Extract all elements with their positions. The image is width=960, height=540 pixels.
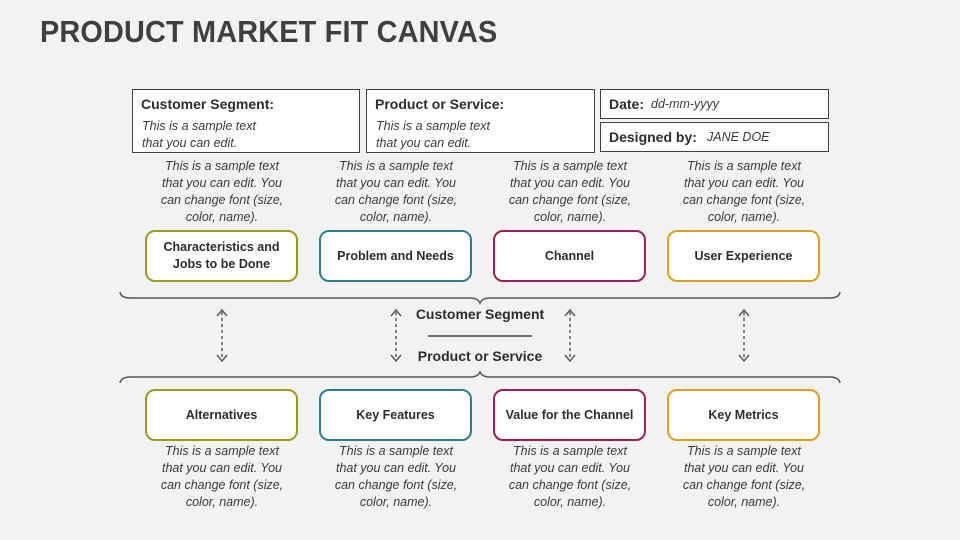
user-experience-card[interactable]: User Experience [667,230,820,282]
top-description-3: This is a sample text that you can edit.… [508,159,632,224]
alternatives-card[interactable]: Alternatives [145,389,298,441]
date-label: Date: [609,96,645,112]
customer-segment-box[interactable]: Customer Segment: This is a sample text … [132,89,360,153]
product-or-service-text[interactable]: This is a sample text that you can edit. [376,119,490,150]
problem-needs-card[interactable]: Problem and Needs [319,230,472,282]
bottom-description-1: This is a sample text that you can edit.… [160,444,284,509]
double-arrow-3 [564,308,576,363]
designed-by-label: Designed by: [609,129,697,145]
bottom-description-2: This is a sample text that you can edit.… [334,444,458,509]
customer-segment-text[interactable]: This is a sample text that you can edit. [142,119,256,150]
date-value[interactable]: dd-mm-yyyy [651,97,720,111]
bottom-description-3: This is a sample text that you can edit.… [508,444,632,509]
top-brace [119,291,841,306]
double-arrow-1 [216,308,228,363]
top-description-1: This is a sample text that you can edit.… [160,159,284,224]
bottom-description-4: This is a sample text that you can edit.… [682,444,806,509]
designed-by-value[interactable]: JANE DOE [707,130,770,144]
value-for-channel-card[interactable]: Value for the Channel [493,389,646,441]
designed-by-box[interactable]: Designed by: JANE DOE [600,122,829,152]
product-or-service-label: Product or Service: [375,96,505,112]
key-metrics-card[interactable]: Key Metrics [667,389,820,441]
channel-card[interactable]: Channel [493,230,646,282]
double-arrow-4 [738,308,750,363]
top-description-2: This is a sample text that you can edit.… [334,159,458,224]
customer-segment-label: Customer Segment: [141,96,275,112]
top-description-4: This is a sample text that you can edit.… [682,159,806,224]
product-or-service-box[interactable]: Product or Service: This is a sample tex… [366,89,595,153]
middle-customer-segment-label: Customer Segment [415,306,545,322]
bottom-brace [119,369,841,384]
characteristics-jobs-card[interactable]: Characteristics and Jobs to be Done [145,230,298,282]
page-title: PRODUCT MARKET FIT CANVAS [40,14,498,49]
double-arrow-2 [390,308,402,363]
date-box[interactable]: Date: dd-mm-yyyy [600,89,829,119]
key-features-card[interactable]: Key Features [319,389,472,441]
middle-product-or-service-label: Product or Service [417,348,543,364]
